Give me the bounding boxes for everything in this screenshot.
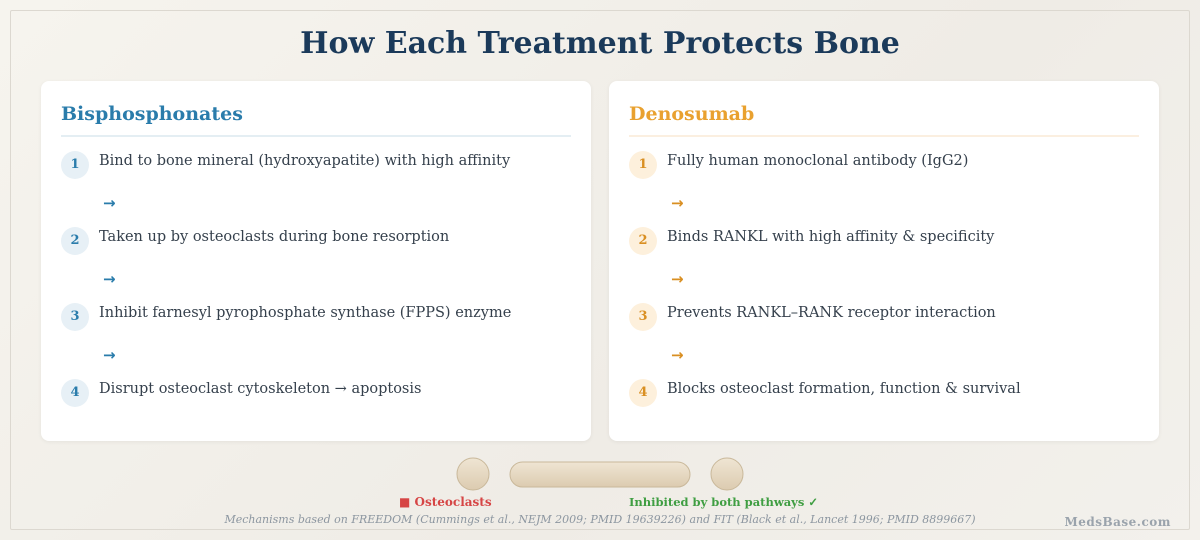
step-number: 4 xyxy=(629,379,657,407)
denosumab-card: Denosumab 1 Fully human monoclonal antib… xyxy=(609,81,1159,441)
osteoclasts-legend: ■ Osteoclasts xyxy=(399,495,492,509)
arrow-icon: → xyxy=(671,346,684,364)
denosumab-title: Denosumab xyxy=(629,103,755,125)
step-number: 1 xyxy=(629,151,657,179)
page-title: How Each Treatment Protects Bone xyxy=(300,26,900,61)
divider xyxy=(629,135,1139,137)
step-number: 2 xyxy=(629,227,657,255)
bisphosphonates-step-4: 4 Disrupt osteoclast cytoskeleton → apop… xyxy=(61,379,571,409)
step-number: 2 xyxy=(61,227,89,255)
denosumab-step-4: 4 Blocks osteoclast formation, function … xyxy=(629,379,1139,409)
step-text: Bind to bone mineral (hydroxyapatite) wi… xyxy=(99,153,511,169)
arrow-icon: → xyxy=(671,194,684,212)
brand-logo: MedsBase.com xyxy=(1064,515,1171,529)
step-text: Taken up by osteoclasts during bone reso… xyxy=(99,229,450,245)
arrow-icon: → xyxy=(103,194,116,212)
arrow-icon: → xyxy=(103,270,116,288)
step-number: 3 xyxy=(61,303,89,331)
arrow-icon: → xyxy=(671,270,684,288)
bone-shaft xyxy=(509,461,691,488)
step-number: 1 xyxy=(61,151,89,179)
inhibited-legend: Inhibited by both pathways ✓ xyxy=(629,495,818,509)
arrow-icon: → xyxy=(103,346,116,364)
bone-end-right xyxy=(710,457,744,491)
divider xyxy=(61,135,571,137)
citation-footnote: Mechanisms based on FREEDOM (Cummings et… xyxy=(224,513,976,526)
step-text: Binds RANKL with high affinity & specifi… xyxy=(667,229,995,245)
denosumab-step-2: 2 Binds RANKL with high affinity & speci… xyxy=(629,227,1139,257)
step-text: Prevents RANKL–RANK receptor interaction xyxy=(667,305,996,321)
page-frame xyxy=(10,10,1190,530)
bisphosphonates-step-3: 3 Inhibit farnesyl pyrophosphate synthas… xyxy=(61,303,571,333)
step-text: Disrupt osteoclast cytoskeleton → apopto… xyxy=(99,381,422,397)
step-number: 3 xyxy=(629,303,657,331)
step-number: 4 xyxy=(61,379,89,407)
bone-end-left xyxy=(456,457,490,491)
step-text: Blocks osteoclast formation, function & … xyxy=(667,381,1021,397)
bisphosphonates-title: Bisphosphonates xyxy=(61,103,243,125)
step-text: Fully human monoclonal antibody (IgG2) xyxy=(667,153,969,169)
denosumab-step-1: 1 Fully human monoclonal antibody (IgG2) xyxy=(629,151,1139,181)
denosumab-step-3: 3 Prevents RANKL–RANK receptor interacti… xyxy=(629,303,1139,333)
bisphosphonates-step-1: 1 Bind to bone mineral (hydroxyapatite) … xyxy=(61,151,571,181)
bone-illustration xyxy=(456,457,744,491)
step-text: Inhibit farnesyl pyrophosphate synthase … xyxy=(99,305,512,321)
bisphosphonates-step-2: 2 Taken up by osteoclasts during bone re… xyxy=(61,227,571,257)
bisphosphonates-card: Bisphosphonates 1 Bind to bone mineral (… xyxy=(41,81,591,441)
